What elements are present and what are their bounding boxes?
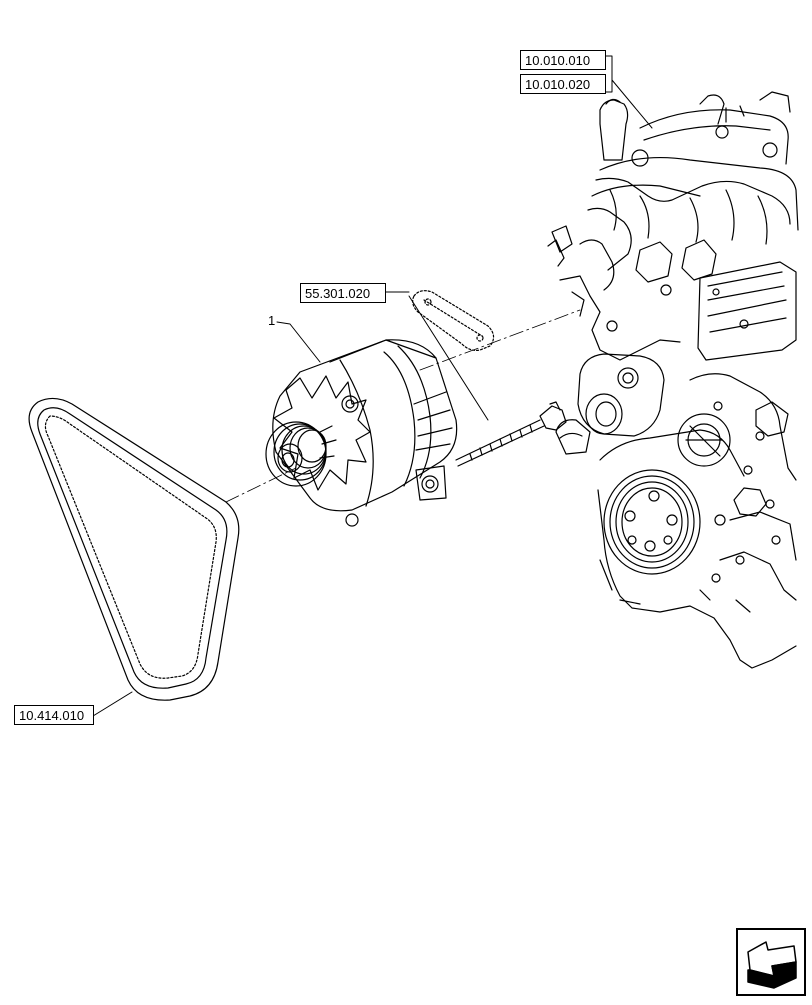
alternator — [265, 339, 458, 527]
engine-block — [547, 91, 799, 669]
ref-engine-10-010-010[interactable]: 10.010.010 — [520, 50, 606, 70]
ref-belt-10-414-010[interactable]: 10.414.010 — [14, 705, 94, 725]
alternator-item-number: 1 — [268, 313, 276, 328]
ref-engine-10-010-020[interactable]: 10.010.020 — [520, 74, 606, 94]
mounting-bracket — [412, 290, 495, 351]
ref-bracket-bolt-55-301-020[interactable]: 55.301.020 — [300, 283, 386, 303]
drive-belt — [28, 397, 240, 701]
return-arrow-icon — [747, 941, 797, 989]
alignment-axis-lines — [225, 309, 581, 503]
return-navigation-button[interactable] — [736, 928, 806, 996]
leader-lines — [92, 55, 653, 717]
tension-bolt — [455, 401, 567, 467]
